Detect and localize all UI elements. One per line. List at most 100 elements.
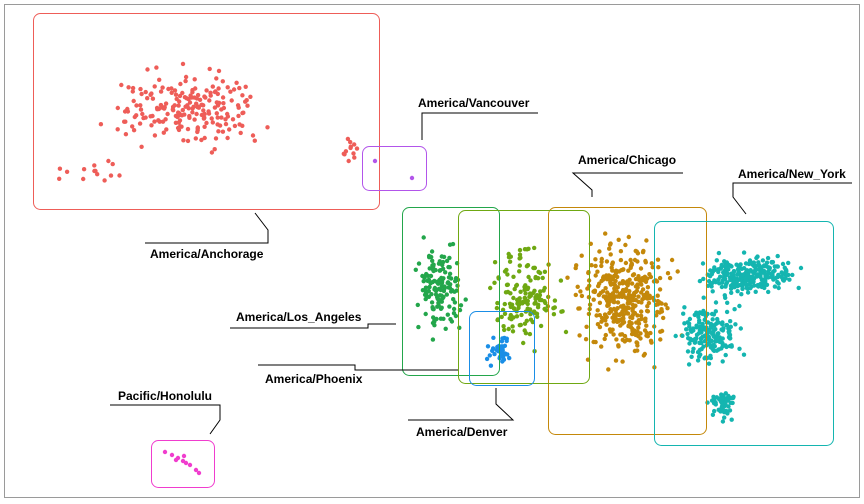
america-anchorage-point bbox=[57, 176, 62, 181]
america-denver-point bbox=[504, 338, 509, 344]
america-anchorage-point bbox=[115, 105, 121, 111]
america-new-york-point bbox=[705, 311, 710, 317]
america-chicago-point bbox=[636, 294, 641, 299]
pacific-honolulu-point bbox=[181, 453, 187, 459]
america-denver-label: America/Denver bbox=[416, 425, 508, 439]
america-new-york-point bbox=[724, 322, 730, 328]
america-new-york-point bbox=[711, 333, 716, 339]
america-anchorage-point bbox=[352, 142, 357, 147]
america-los-angeles-point bbox=[421, 279, 426, 284]
america-new-york-point bbox=[742, 266, 747, 271]
america-chicago-point bbox=[648, 274, 654, 280]
america-new-york-point bbox=[720, 359, 725, 364]
america-new-york-point bbox=[725, 271, 730, 276]
america-phoenix-point bbox=[523, 331, 529, 336]
america-chicago-point bbox=[599, 319, 604, 324]
america-anchorage-point bbox=[192, 77, 197, 82]
america-new-york-point bbox=[685, 349, 691, 354]
cluster-boxes-layer bbox=[33, 13, 834, 488]
america-new-york-point bbox=[722, 293, 727, 298]
america-new-york-point bbox=[765, 271, 771, 276]
america-anchorage-point bbox=[176, 103, 181, 108]
america-new-york-label: America/New_York bbox=[738, 167, 846, 181]
america-phoenix-point bbox=[495, 317, 500, 323]
america-phoenix-point bbox=[542, 306, 547, 312]
america-phoenix-point bbox=[525, 263, 531, 268]
america-new-york-point bbox=[719, 284, 725, 290]
america-chicago-point bbox=[633, 276, 639, 282]
america-new-york-point bbox=[765, 255, 771, 261]
america-anchorage-point bbox=[161, 130, 166, 135]
america-anchorage-point bbox=[203, 95, 208, 100]
america-phoenix-point bbox=[558, 278, 564, 283]
america-chicago-point bbox=[643, 260, 648, 265]
america-chicago-point bbox=[607, 310, 612, 316]
america-new-york-point bbox=[707, 341, 712, 347]
america-new-york-point bbox=[744, 285, 749, 290]
america-new-york-point bbox=[719, 327, 724, 332]
america-new-york-point bbox=[699, 325, 704, 331]
america-new-york-point bbox=[696, 314, 701, 320]
america-chicago-point bbox=[609, 265, 614, 270]
america-chicago-point bbox=[658, 337, 663, 342]
america-new-york-point bbox=[721, 270, 726, 275]
america-chicago-point bbox=[656, 300, 662, 306]
america-denver-point bbox=[500, 336, 505, 341]
america-anchorage-point bbox=[174, 96, 179, 102]
america-chicago-point bbox=[606, 367, 611, 372]
america-chicago-point bbox=[618, 249, 624, 254]
america-phoenix-point bbox=[517, 247, 523, 253]
america-new-york-point bbox=[758, 272, 763, 277]
america-anchorage-point bbox=[81, 167, 87, 172]
america-los-angeles-point bbox=[416, 261, 422, 266]
america-anchorage-point bbox=[130, 85, 136, 91]
america-new-york-point bbox=[737, 346, 742, 351]
america-anchorage-point bbox=[202, 115, 207, 120]
america-phoenix-point bbox=[559, 309, 564, 314]
america-chicago-point bbox=[635, 343, 640, 348]
america-new-york-point bbox=[724, 280, 730, 285]
america-los-angeles-point bbox=[437, 277, 442, 282]
america-phoenix-point bbox=[532, 309, 537, 314]
america-new-york-point bbox=[716, 407, 721, 412]
america-anchorage-point bbox=[131, 128, 137, 133]
america-chicago-point bbox=[633, 332, 638, 338]
america-new-york-point bbox=[740, 286, 745, 292]
america-anchorage-point bbox=[194, 96, 200, 101]
america-phoenix-point bbox=[526, 246, 531, 251]
america-chicago-point bbox=[659, 328, 665, 334]
america-chicago-point bbox=[604, 295, 609, 300]
america-los-angeles-point bbox=[430, 258, 435, 263]
america-chicago-point bbox=[659, 309, 665, 314]
america-anchorage-point bbox=[92, 163, 97, 168]
zone-labels-layer: America/AnchorageAmerica/VancouverAmeric… bbox=[118, 96, 846, 439]
america-anchorage-point bbox=[81, 176, 86, 182]
america-new-york-point bbox=[755, 283, 760, 288]
america-new-york-point bbox=[748, 268, 753, 273]
america-anchorage-point bbox=[236, 105, 241, 110]
america-anchorage-point bbox=[138, 86, 143, 92]
america-los-angeles-cluster-box bbox=[402, 207, 500, 376]
america-new-york-point bbox=[762, 285, 767, 291]
america-phoenix-point bbox=[535, 314, 540, 319]
america-new-york-point bbox=[726, 393, 731, 399]
america-phoenix-point bbox=[523, 283, 528, 288]
america-denver-point bbox=[484, 356, 490, 362]
america-los-angeles-point bbox=[455, 283, 460, 288]
america-anchorage-point bbox=[143, 115, 148, 120]
america-los-angeles-point bbox=[445, 280, 451, 285]
america-chicago-point bbox=[611, 306, 617, 312]
america-chicago-point bbox=[655, 293, 660, 298]
pacific-honolulu-callout-line bbox=[110, 404, 221, 435]
america-anchorage-point bbox=[221, 101, 226, 106]
america-chicago-point bbox=[616, 237, 621, 242]
america-phoenix-point bbox=[508, 304, 513, 310]
america-anchorage-point bbox=[115, 127, 120, 132]
america-los-angeles-point bbox=[457, 325, 462, 330]
america-chicago-point bbox=[586, 311, 592, 317]
america-new-york-point bbox=[781, 278, 786, 283]
america-anchorage-point bbox=[176, 110, 181, 115]
america-anchorage-point bbox=[95, 172, 100, 177]
america-anchorage-point bbox=[207, 98, 212, 103]
america-new-york-point bbox=[686, 321, 692, 326]
